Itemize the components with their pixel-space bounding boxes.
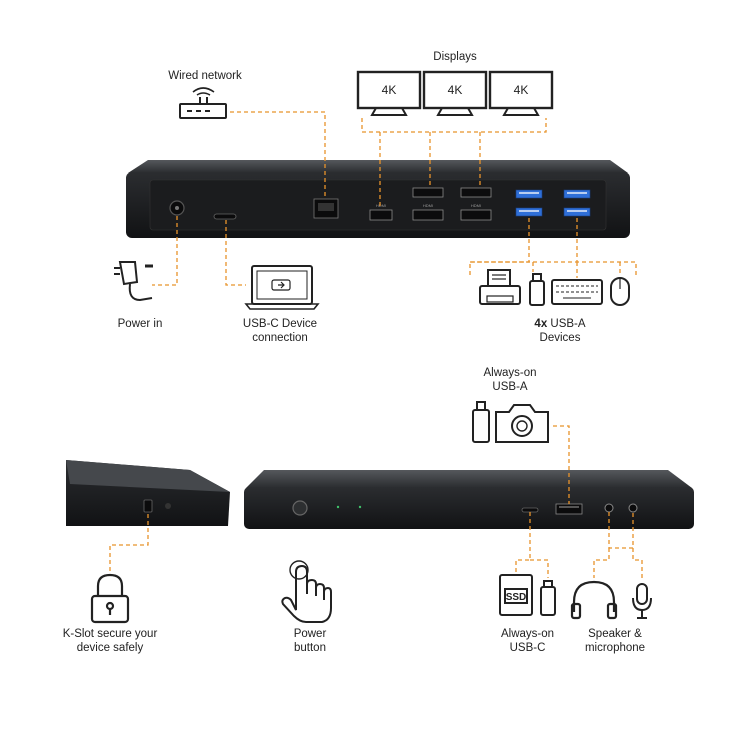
monitor-label: 4K — [514, 83, 529, 97]
keyboard-icon — [551, 279, 603, 305]
power-adapter-icon — [114, 261, 153, 302]
headphones-icon — [570, 580, 618, 620]
usba-type: USB-A — [547, 318, 586, 330]
speaker-mic-line2: microphone — [584, 642, 646, 654]
dock-side-view — [66, 460, 230, 526]
lock-icon — [90, 573, 130, 624]
usb-stick-icon — [540, 580, 556, 616]
kslot-line1: K-Slot secure your — [62, 628, 158, 640]
laptop-icon — [244, 265, 320, 310]
front-usbc-port — [521, 507, 539, 513]
usbc-port — [213, 213, 237, 220]
monitor-label: 4K — [448, 83, 463, 97]
camera-icon — [495, 404, 549, 443]
connector-lines-top — [152, 111, 637, 286]
power-button — [292, 500, 308, 516]
microphone-icon — [632, 583, 652, 619]
always-on-usba-label: Always-on USB-A — [470, 366, 550, 394]
usbc-device-label-line1: USB-C Device — [242, 318, 318, 330]
usb-stick-icon — [529, 273, 545, 306]
monitor-icon — [356, 70, 422, 116]
power-button-label: Power button — [275, 627, 345, 655]
router-icon — [179, 87, 227, 119]
monitor-icon — [422, 70, 488, 116]
kslot-label: K-Slot secure your device safely — [45, 627, 175, 655]
always-on-usba-line1: Always-on — [483, 367, 537, 379]
front-usba-port — [555, 503, 583, 515]
monitor-label: 4K — [382, 83, 397, 97]
speaker-mic-line1: Speaker & — [588, 628, 642, 640]
power-in-label: Power in — [117, 318, 163, 330]
usba-devices-line2: Devices — [539, 332, 581, 344]
mouse-icon — [610, 277, 630, 306]
displays-label: Displays — [433, 51, 477, 63]
video-ports — [369, 187, 492, 221]
ssd-icon: SSD — [499, 574, 533, 616]
kslot-line2: device safely — [76, 642, 144, 654]
connector-lines-bottom — [109, 425, 643, 580]
always-on-usba-line2: USB-A — [492, 381, 528, 393]
usbc-device-label: USB-C Device connection — [225, 317, 335, 345]
dock-rear-view: HDMI HDMI HDMI — [126, 160, 630, 238]
dock-front-view — [244, 470, 694, 529]
usbc-device-label-line2: connection — [252, 332, 308, 344]
speaker-mic-label: Speaker & microphone — [570, 627, 660, 655]
k-slot — [143, 499, 153, 513]
usb-stick-icon — [472, 401, 490, 443]
usba-count: 4x — [534, 318, 548, 330]
power-button-line1: Power — [293, 628, 327, 640]
svg-text:SSD: SSD — [506, 592, 527, 603]
usba-devices-label: 4x USB-A Devices — [510, 317, 610, 345]
svg-text:HDMI: HDMI — [376, 203, 386, 208]
always-on-usbc-line2: USB-C — [509, 642, 546, 654]
audio-jack — [628, 503, 638, 513]
svg-text:HDMI: HDMI — [471, 203, 481, 208]
always-on-usbc-line1: Always-on — [500, 628, 555, 640]
hand-press-icon — [281, 560, 332, 623]
monitors: 4K 4K 4K — [356, 70, 554, 116]
svg-text:HDMI: HDMI — [423, 203, 433, 208]
monitor-icon — [488, 70, 554, 116]
audio-jack — [604, 503, 614, 513]
power-button-line2: button — [294, 642, 326, 654]
wired-network-label: Wired network — [168, 70, 242, 82]
printer-icon — [479, 269, 521, 305]
always-on-usbc-label: Always-on USB-C — [490, 627, 565, 655]
